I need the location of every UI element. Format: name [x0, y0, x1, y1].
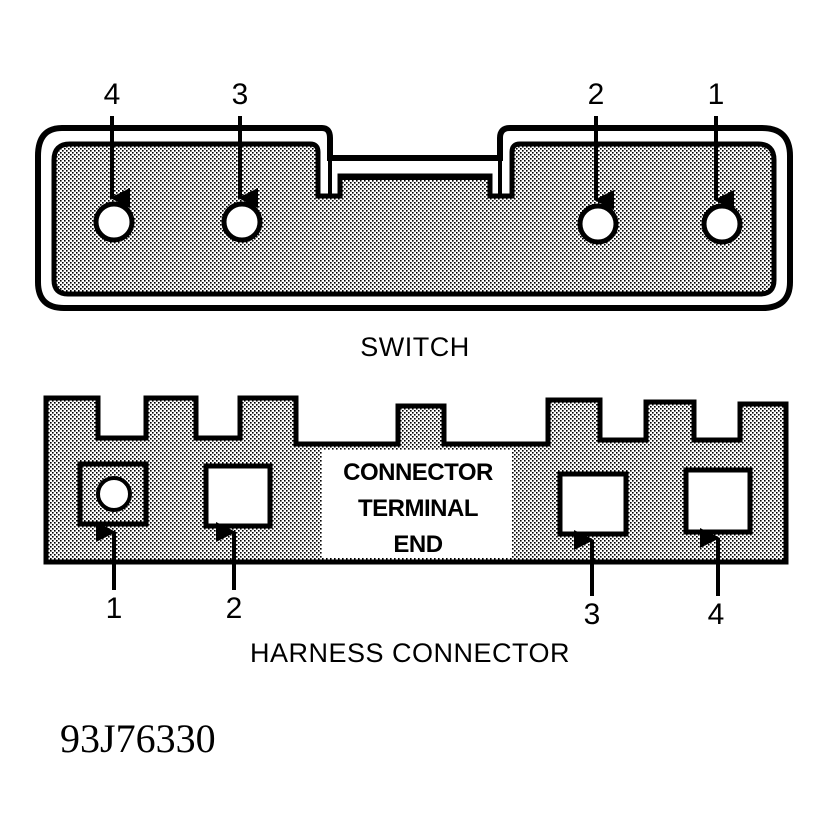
harness-caption: HARNESS CONNECTOR — [250, 638, 570, 668]
terminal-end-line-3: END — [393, 531, 442, 558]
harness-terminal-label-4: 4 — [708, 598, 725, 631]
terminal-end-line-2: TERMINAL — [358, 495, 478, 522]
switch-terminal-label-4: 4 — [104, 78, 121, 111]
switch-terminal-1-pin — [701, 203, 743, 245]
harness-terminal-1-pin — [96, 476, 132, 512]
connector-terminal-end-panel — [322, 450, 512, 558]
harness-terminal-3-socket — [557, 471, 629, 537]
switch-caption: SWITCH — [360, 332, 469, 362]
switch-terminal-4-pin — [93, 201, 135, 243]
switch-terminal-2-pin — [577, 203, 619, 245]
harness-terminal-label-2: 2 — [226, 592, 243, 625]
switch-terminal-label-3: 3 — [232, 78, 249, 111]
harness-terminal-label-3: 3 — [584, 598, 601, 631]
terminal-end-line-1: CONNECTOR — [343, 459, 493, 486]
switch-body — [35, 125, 793, 311]
harness-terminal-2-socket — [203, 463, 273, 529]
switch-terminal-label-1: 1 — [708, 78, 725, 111]
switch-terminal-3-pin — [221, 201, 263, 243]
figure-id: 93J76330 — [60, 716, 216, 761]
harness-terminal-label-1: 1 — [106, 592, 123, 625]
switch-terminal-label-2: 2 — [588, 78, 605, 111]
harness-terminal-4-socket — [683, 467, 753, 535]
